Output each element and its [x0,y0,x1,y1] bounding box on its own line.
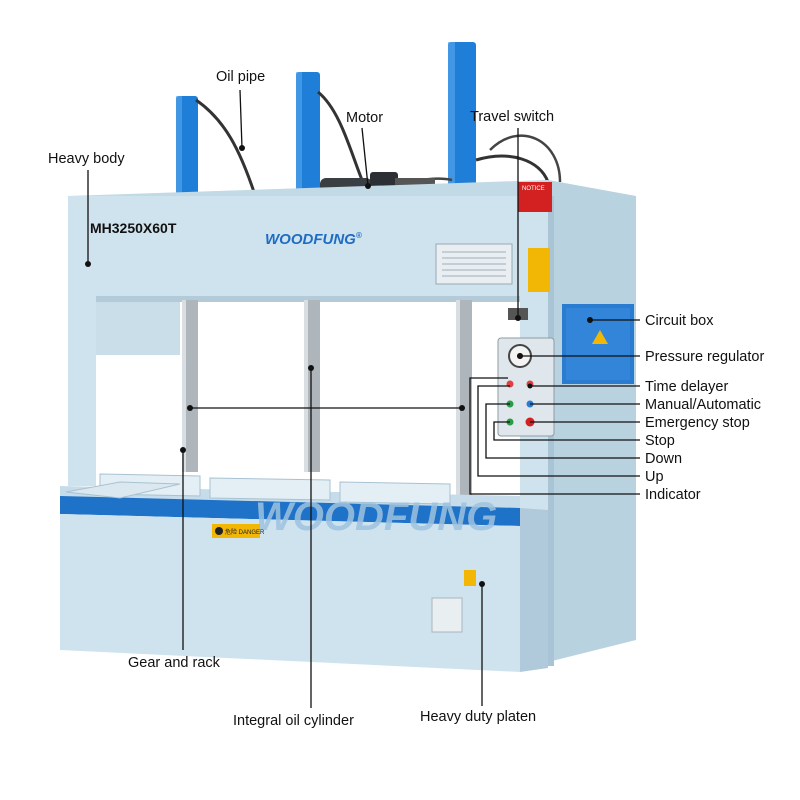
label-indicator: Indicator [645,487,701,503]
svg-text:危险 DANGER: 危险 DANGER [225,528,265,536]
columns [182,300,472,500]
label-gear-and-rack: Gear and rack [128,655,221,671]
danger-sticker: 危险 DANGER [212,524,265,538]
label-heavy-duty-platen: Heavy duty platen [420,709,536,725]
svg-text:NOTICE: NOTICE [522,186,545,192]
label-down: Down [645,451,682,467]
label-motor: Motor [346,110,383,126]
label-manual-automatic: Manual/Automatic [645,397,761,413]
label-pressure-regulator: Pressure regulator [645,349,764,365]
top-cylinders [176,42,476,214]
control-panel [497,337,555,437]
brand-logo: WOODFUNG® [265,231,362,248]
caution-sticker [528,248,550,292]
label-time-delayer: Time delayer [645,379,728,395]
label-heavy-body: Heavy body [48,151,125,167]
label-circuit-box: Circuit box [645,313,714,329]
label-up: Up [645,469,664,485]
notice-sticker: NOTICE [518,182,552,212]
platen-base [60,473,548,672]
label-integral-oil-cylinder: Integral oil cylinder [233,713,354,729]
model-number: MH3250X60T [90,220,177,236]
nameplate [431,597,463,633]
label-emergency-stop: Emergency stop [645,415,750,431]
leader-lines [85,89,640,708]
svg-text:WOODFUNG®: WOODFUNG® [265,231,362,248]
callout-labels: Heavy body Oil pipe Motor Travel switch … [48,69,764,729]
warning-sticker [464,570,476,586]
label-oil-pipe: Oil pipe [216,69,265,85]
label-travel-switch: Travel switch [470,109,554,125]
circuit-box [562,304,634,384]
watermark-logo: WOODFUNG [255,495,497,539]
label-stop: Stop [645,433,675,449]
